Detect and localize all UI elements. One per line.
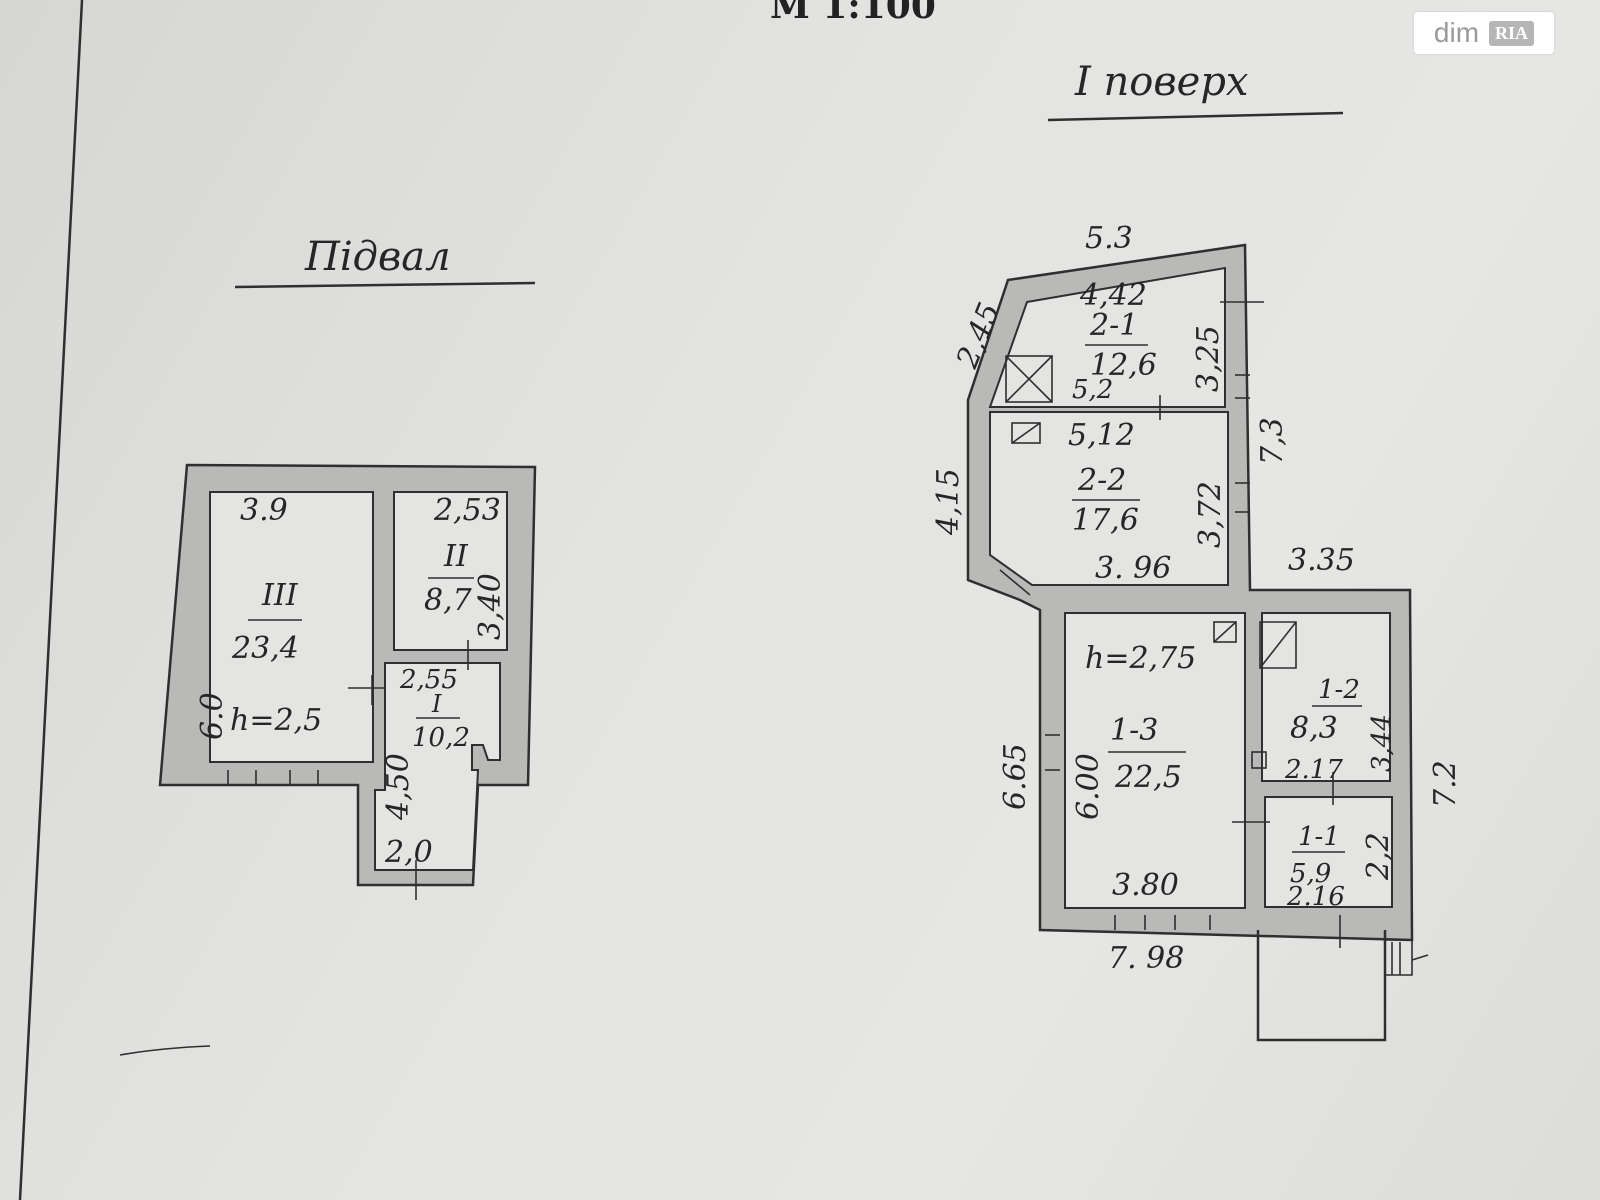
basement-room-II-area: 8,7 [424, 583, 473, 618]
ff-dim-6.00: 6.00 [1071, 753, 1106, 820]
stove-symbol [1005, 355, 1053, 403]
first-floor-room-2-2 [989, 411, 1229, 586]
ff-dim-5.2: 5,2 [1072, 375, 1113, 405]
ff-room-1-3-number: 1-3 [1110, 713, 1158, 748]
ff-dim-4.15: 4,15 [931, 468, 966, 536]
basement-room-II-number: II [443, 539, 469, 574]
ff-dim-4.42: 4,42 [1079, 278, 1147, 313]
ff-dim-5.3: 5.3 [1085, 221, 1133, 256]
first-floor-room-1-2 [1261, 612, 1391, 782]
basement-dim-3.9: 3.9 [240, 493, 288, 528]
basement-plan [158, 463, 537, 900]
sheet-border-line [18, 0, 84, 1200]
ff-dim-7.98: 7. 98 [1108, 941, 1184, 976]
first-floor-room-1-3 [1064, 612, 1246, 909]
basement-dim-2.0: 2,0 [384, 835, 433, 870]
ff-room-1-1-area: 5,9 [1290, 859, 1331, 889]
ff-dim-3.44: 3,44 [1367, 714, 1397, 772]
scale-label: М 1:100 [770, 0, 936, 27]
basement-dim-3.40: 3,40 [473, 573, 508, 640]
ff-room-1-1-number: 1-1 [1298, 822, 1340, 852]
basement-dim-4.50: 4,50 [381, 753, 416, 821]
basement-room-II [393, 491, 508, 651]
basement-title-underline [234, 281, 536, 289]
basement-room-III-height: h=2,5 [230, 703, 322, 738]
ff-room-2-1-number: 2-1 [1089, 308, 1138, 343]
ff-room-2-2-area: 17,6 [1072, 503, 1139, 538]
basement-room-III-number: III [261, 578, 299, 613]
first-floor-title: I поверх [1074, 59, 1248, 105]
ff-dim-2.2: 2,2 [1361, 832, 1396, 881]
ff-dim-5.12: 5,12 [1068, 418, 1135, 453]
ff-room-2-2-number: 2-2 [1077, 463, 1126, 498]
ff-dim-3.96: 3. 96 [1095, 551, 1171, 586]
ff-dim-3.80: 3.80 [1112, 868, 1179, 903]
porch-steps [1385, 939, 1413, 976]
basement-title: Підвал [304, 234, 451, 280]
basement-dim-2.53: 2,53 [433, 493, 501, 528]
ff-room-1-2-number: 1-2 [1318, 675, 1360, 705]
first-floor-plan [966, 243, 1429, 1042]
chimney-symbol [1011, 422, 1041, 444]
first-floor-room-2-1 [988, 266, 1226, 408]
ff-room-1-3-height: h=2,75 [1085, 641, 1196, 676]
basement-room-I-number: I [431, 690, 442, 718]
basement-room-I [374, 662, 501, 871]
ff-room-2-1-area: 12,6 [1090, 348, 1157, 383]
ff-room-1-3-area: 22,5 [1114, 760, 1182, 795]
dimria-watermark: dim RIA [1414, 12, 1554, 54]
watermark-brand: dim [1433, 17, 1480, 48]
basement-room-III [209, 491, 374, 763]
basement-dim-2.55: 2,55 [399, 665, 458, 695]
ff-dim-6.65: 6.65 [998, 743, 1033, 810]
ff-dim-3.25: 3,25 [1191, 325, 1226, 392]
porch-outline [1256, 930, 1387, 1042]
first-floor-title-underline [1047, 111, 1344, 122]
basement-room-III-area: 23,4 [231, 631, 299, 666]
basement-dim-6.0: 6.0 [195, 692, 230, 740]
pen-mark [119, 1045, 211, 1056]
ff-dim-3.72: 3,72 [1193, 481, 1228, 548]
ff-dim-2.16: 2.16 [1286, 882, 1345, 912]
watermark-badge: RIA [1489, 20, 1535, 46]
ff-dim-7.3: 7,3 [1255, 417, 1290, 465]
ff-room-1-2-area: 8,3 [1290, 711, 1338, 746]
ff-dim-3.35: 3.35 [1288, 543, 1355, 578]
basement-room-I-area: 10,2 [412, 723, 470, 753]
ff-dim-7.2: 7.2 [1428, 760, 1463, 808]
ff-dim-2.17: 2.17 [1284, 755, 1343, 785]
